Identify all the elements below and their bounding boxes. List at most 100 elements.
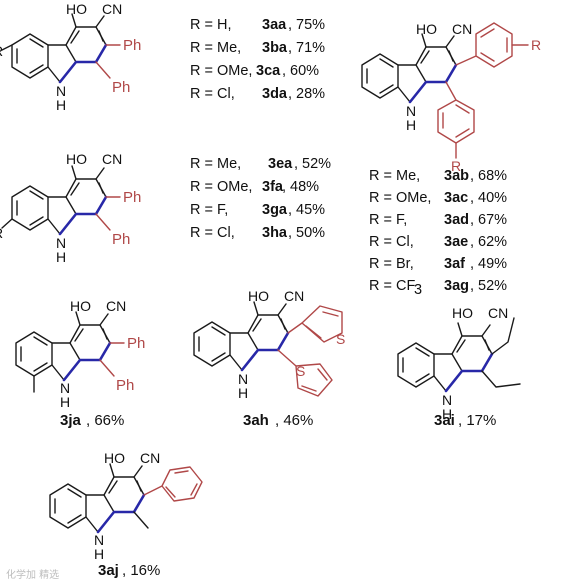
svg-text:R = Cl,: R = Cl, bbox=[190, 225, 235, 241]
hydrogen-label: H bbox=[60, 394, 70, 410]
structure-3ja: HO CN N H Ph Ph bbox=[15, 298, 145, 410]
svg-text:3ai: 3ai bbox=[434, 412, 455, 429]
phenyl-label: Ph bbox=[112, 231, 130, 248]
nitrogen-label: N bbox=[56, 235, 66, 251]
hydrogen-label: H bbox=[56, 249, 66, 265]
table-row: R = Me, 3ea , 52% bbox=[190, 156, 331, 172]
svg-text:R = Me,: R = Me, bbox=[190, 156, 241, 172]
cyano-label: CN bbox=[106, 298, 126, 314]
substituent-table-2: R = Me, 3ea , 52% R = OMe, 3fa , 48% R =… bbox=[190, 156, 331, 241]
hydrogen-label: H bbox=[56, 97, 66, 113]
caption-3aj: 3aj , 16% bbox=[98, 562, 160, 579]
table-row: R = OMe, 3fa , 48% bbox=[190, 179, 319, 195]
svg-text:, 28%: , 28% bbox=[288, 86, 325, 102]
svg-text:3af: 3af bbox=[444, 256, 465, 272]
r-group-label: R bbox=[451, 158, 461, 174]
svg-text:3ac: 3ac bbox=[444, 190, 468, 206]
svg-text:3ba: 3ba bbox=[262, 40, 288, 56]
svg-text:, 48%: , 48% bbox=[282, 179, 319, 195]
caption-3ja: 3ja , 66% bbox=[60, 412, 124, 429]
caption-3ai: 3ai , 17% bbox=[434, 412, 496, 429]
structure-3aa-series: HO CN R N H Ph Ph bbox=[0, 1, 141, 113]
nitrogen-label: N bbox=[94, 532, 104, 548]
svg-text:3ad: 3ad bbox=[444, 212, 469, 228]
hydroxy-label: HO bbox=[70, 298, 91, 314]
svg-text:3ab: 3ab bbox=[444, 168, 469, 184]
svg-text:R = Cl,: R = Cl, bbox=[190, 86, 235, 102]
svg-text:3ah: 3ah bbox=[243, 412, 269, 429]
svg-text:R = CF: R = CF bbox=[369, 278, 415, 294]
svg-text:R = F,: R = F, bbox=[369, 212, 407, 228]
svg-text:3fa: 3fa bbox=[262, 179, 284, 195]
svg-text:R = Me,: R = Me, bbox=[190, 40, 241, 56]
svg-text:, 75%: , 75% bbox=[288, 17, 325, 33]
svg-text:, 52%: , 52% bbox=[294, 156, 331, 172]
structure-3ea-series: HO CN R N H Ph Ph bbox=[0, 151, 141, 265]
svg-text:3aj: 3aj bbox=[98, 562, 119, 579]
table-row: R = OMe, 3ca , 60% bbox=[190, 63, 319, 79]
table-row: R = H, 3aa , 75% bbox=[190, 17, 325, 33]
cyano-label: CN bbox=[102, 1, 122, 17]
svg-text:3: 3 bbox=[414, 282, 422, 298]
svg-text:3da: 3da bbox=[262, 86, 288, 102]
svg-text:, 60%: , 60% bbox=[282, 63, 319, 79]
hydroxy-label: HO bbox=[66, 151, 87, 167]
svg-text:R = Me,: R = Me, bbox=[369, 168, 420, 184]
watermark-text: 化学加 精选 bbox=[6, 568, 59, 581]
svg-text:3aa: 3aa bbox=[262, 17, 287, 33]
svg-text:, 67%: , 67% bbox=[470, 212, 507, 228]
caption-3ah: 3ah , 46% bbox=[243, 412, 313, 429]
svg-text:3ca: 3ca bbox=[256, 63, 281, 79]
sulfur-label: S bbox=[336, 331, 345, 347]
hydroxy-label: HO bbox=[416, 21, 437, 37]
cyano-label: CN bbox=[452, 21, 472, 37]
svg-text:, 49%: , 49% bbox=[470, 256, 507, 272]
structure-3ai: HO CN N H bbox=[397, 305, 521, 422]
svg-text:, 50%: , 50% bbox=[288, 225, 325, 241]
svg-text:3ja: 3ja bbox=[60, 412, 82, 429]
phenyl-label: Ph bbox=[123, 189, 141, 206]
svg-text:, 62%: , 62% bbox=[470, 234, 507, 250]
svg-text:, 66%: , 66% bbox=[86, 412, 124, 429]
svg-text:, 71%: , 71% bbox=[288, 40, 325, 56]
svg-text:3ea: 3ea bbox=[268, 156, 293, 172]
structure-3aj: HO CN N H bbox=[49, 450, 203, 562]
svg-text:, 40%: , 40% bbox=[470, 190, 507, 206]
r-group-label: R bbox=[0, 43, 3, 59]
table-row: R = OMe, 3ac , 40% bbox=[369, 190, 507, 206]
svg-text:3ga: 3ga bbox=[262, 202, 288, 218]
svg-text:R = Br,: R = Br, bbox=[369, 256, 414, 272]
svg-text:3ha: 3ha bbox=[262, 225, 288, 241]
svg-text:, 16%: , 16% bbox=[122, 562, 160, 579]
structure-3ah: S S HO CN N H bbox=[193, 288, 345, 401]
hydrogen-label: H bbox=[406, 117, 416, 133]
svg-text:R = OMe,: R = OMe, bbox=[190, 63, 252, 79]
table-row: R = Br, 3af , 49% bbox=[369, 256, 507, 272]
svg-text:R = OMe,: R = OMe, bbox=[369, 190, 431, 206]
hydrogen-label: H bbox=[238, 385, 248, 401]
hydroxy-label: HO bbox=[66, 1, 87, 17]
nitrogen-label: N bbox=[238, 371, 248, 387]
svg-text:, 17%: , 17% bbox=[458, 412, 496, 429]
table-row: R = F, 3ga , 45% bbox=[190, 202, 325, 218]
hydroxy-label: HO bbox=[248, 288, 269, 304]
hydroxy-label: HO bbox=[104, 450, 125, 466]
nitrogen-label: N bbox=[56, 83, 66, 99]
r-group-label: R bbox=[531, 37, 541, 53]
phenyl-label: Ph bbox=[123, 37, 141, 54]
table-row: R = Cl, 3ae , 62% bbox=[369, 234, 507, 250]
cyano-label: CN bbox=[284, 288, 304, 304]
phenyl-label: Ph bbox=[127, 335, 145, 352]
svg-text:R = OMe,: R = OMe, bbox=[190, 179, 252, 195]
nitrogen-label: N bbox=[406, 103, 416, 119]
table-row: R = Cl, 3ha , 50% bbox=[190, 225, 325, 241]
svg-text:3ag: 3ag bbox=[444, 278, 469, 294]
svg-text:3ae: 3ae bbox=[444, 234, 468, 250]
structure-3ab-series: HO CN R R N H bbox=[361, 21, 541, 174]
hydrogen-label: H bbox=[94, 546, 104, 562]
phenyl-label: Ph bbox=[116, 377, 134, 394]
svg-text:R = H,: R = H, bbox=[190, 17, 232, 33]
cyano-label: CN bbox=[488, 305, 508, 321]
cyano-label: CN bbox=[140, 450, 160, 466]
